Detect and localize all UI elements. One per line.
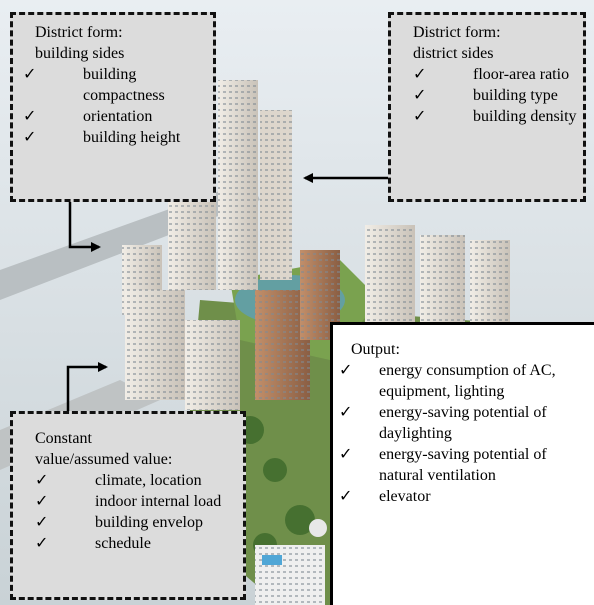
list-item: ✓building compactness	[23, 66, 165, 104]
list-item: ✓climate, location	[35, 472, 202, 489]
arrow-building-to-image	[68, 200, 101, 252]
list-item: ✓energy-saving potential of daylighting	[339, 404, 547, 442]
building-sides-title: District form: building sides	[35, 24, 125, 62]
check-icon: ✓	[23, 66, 37, 83]
check-icon: ✓	[35, 493, 49, 510]
list-item: ✓elevator	[339, 488, 431, 505]
list-item: ✓building type	[413, 87, 558, 104]
arrow-constant-to-image	[66, 362, 108, 411]
check-icon: ✓	[339, 362, 353, 379]
constant-value-title: Constant value/assumed value:	[35, 430, 173, 468]
check-icon: ✓	[339, 404, 353, 421]
check-icon: ✓	[339, 488, 353, 505]
check-icon: ✓	[339, 446, 353, 463]
check-icon: ✓	[35, 535, 49, 552]
constant-value-box: Constant value/assumed value: ✓climate, …	[10, 411, 246, 600]
list-item: ✓energy consumption of AC, equipment, li…	[339, 362, 556, 400]
check-icon: ✓	[23, 108, 37, 125]
check-icon: ✓	[35, 472, 49, 489]
check-icon: ✓	[23, 129, 37, 146]
list-item: ✓building height	[23, 129, 181, 146]
list-item: ✓schedule	[35, 535, 151, 552]
list-item: ✓building envelop	[35, 514, 203, 531]
check-icon: ✓	[413, 108, 427, 125]
output-title: Output:	[351, 341, 400, 358]
list-item: ✓orientation	[23, 108, 153, 125]
output-box: Output: ✓energy consumption of AC, equip…	[330, 322, 594, 605]
list-item: ✓building density	[413, 108, 577, 125]
check-icon: ✓	[413, 87, 427, 104]
check-icon: ✓	[413, 66, 427, 83]
list-item: ✓floor-area ratio	[413, 66, 570, 83]
list-item: ✓indoor internal load	[35, 493, 222, 510]
check-icon: ✓	[35, 514, 49, 531]
district-sides-title: District form: district sides	[413, 24, 501, 62]
list-item: ✓energy-saving potential of natural vent…	[339, 446, 547, 484]
building-sides-box: District form: building sides ✓building …	[10, 12, 216, 202]
district-sides-box: District form: district sides ✓floor-are…	[388, 12, 586, 202]
